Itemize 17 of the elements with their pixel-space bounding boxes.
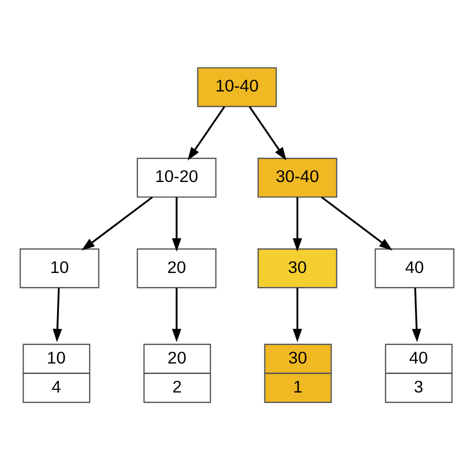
arrow: [172, 287, 182, 342]
arrow: [188, 106, 226, 160]
arrow: [412, 287, 422, 342]
node-box: 30: [258, 248, 338, 288]
node-box: 10: [20, 248, 100, 288]
arrow: [321, 196, 392, 250]
node-box: 30-40: [258, 157, 338, 198]
arrow: [82, 196, 153, 250]
arrow: [172, 196, 182, 252]
node-box: 10-20: [136, 157, 216, 198]
node-box: 40: [374, 248, 454, 288]
arrow: [248, 106, 286, 160]
node-box: 20: [136, 248, 216, 288]
arrow: [52, 287, 62, 342]
node-box: 10-40: [197, 66, 277, 107]
arrow: [292, 287, 302, 342]
arrow: [292, 196, 302, 252]
